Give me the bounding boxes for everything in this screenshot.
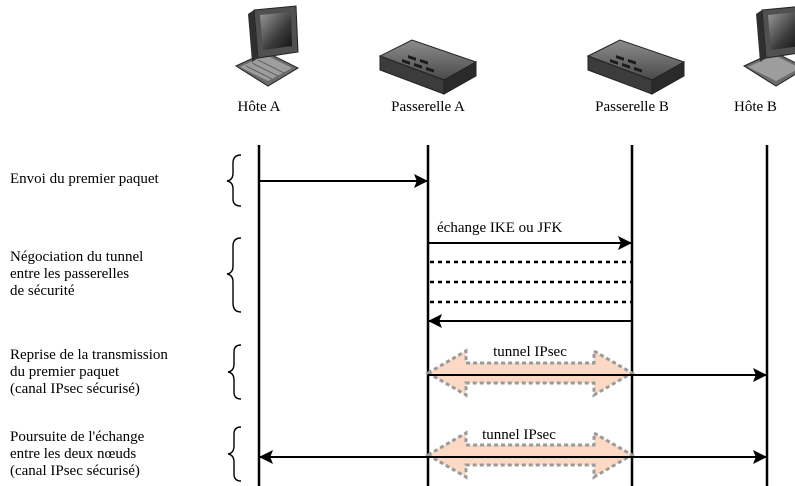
- computer-icon: [234, 5, 300, 87]
- ike-label: échange IKE ou JFK: [437, 220, 563, 236]
- phase-line: entre les passerelles: [10, 266, 129, 282]
- node-label-hote-a: Hôte A: [238, 99, 281, 115]
- phase-line: (canal IPsec sécurisé): [10, 463, 140, 479]
- phase-line: Reprise de la transmission: [10, 347, 168, 363]
- phase-line: entre les deux nœuds: [10, 446, 136, 462]
- phase-line: du premier paquet: [10, 364, 120, 380]
- phase-line: Poursuite de l'échange: [10, 429, 145, 445]
- brace-poursuite: [227, 426, 242, 482]
- brace-envoi: [226, 154, 242, 207]
- node-label-hote-b: Hôte B: [734, 99, 777, 115]
- brace-reprise: [227, 344, 242, 400]
- phase-label-envoi: Envoi du premier paquet: [10, 171, 160, 187]
- phase-line: de sécurité: [10, 283, 75, 299]
- phase-label-negociation: Négociation du tunnel entre les passerel…: [10, 249, 147, 299]
- computer-icon: [742, 6, 795, 87]
- brace-negociation: [226, 237, 242, 313]
- tunnel-label: tunnel IPsec: [482, 427, 556, 443]
- phase-line: Envoi du premier paquet: [10, 171, 160, 187]
- tunnel-ipsec-arrow: [425, 348, 635, 398]
- node-label-passerelle-a: Passerelle A: [391, 99, 465, 115]
- gateway-icon: [586, 39, 686, 95]
- phase-label-poursuite: Poursuite de l'échange entre les deux nœ…: [10, 429, 148, 479]
- tunnel-label: tunnel IPsec: [493, 344, 567, 360]
- phase-label-reprise: Reprise de la transmission du premier pa…: [10, 347, 172, 397]
- phase-line: Négociation du tunnel: [10, 249, 143, 265]
- gateway-icon: [378, 39, 478, 95]
- phase-line: (canal IPsec sécurisé): [10, 381, 140, 397]
- node-label-passerelle-b: Passerelle B: [595, 99, 669, 115]
